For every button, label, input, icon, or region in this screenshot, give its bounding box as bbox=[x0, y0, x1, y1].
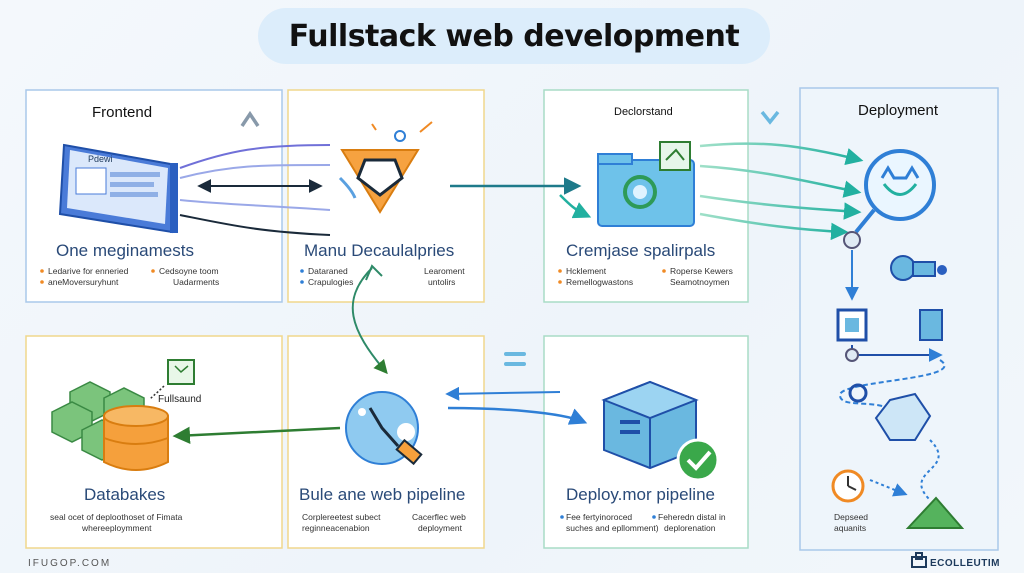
deploy-pipeline-note-1: Fee fertyinoroced bbox=[566, 512, 633, 522]
backend-header: Declorstand bbox=[614, 106, 673, 118]
mockup-label: Pdewi bbox=[88, 154, 113, 164]
frontend-subtitle: One meginamests bbox=[56, 241, 194, 260]
deploy-pipeline-note-2: suches and epllomment) bbox=[566, 523, 659, 533]
frontend-note-1: Ledarive for enneried bbox=[48, 266, 129, 276]
pipeline-subtitle: Bule ane web pipeline bbox=[299, 485, 466, 504]
page-title-pill: Fullstack web development bbox=[258, 8, 770, 64]
footer-site[interactable]: IFUGOP.COM bbox=[28, 558, 112, 569]
module-box-icon bbox=[836, 308, 943, 342]
chevron-up-icon bbox=[240, 110, 260, 127]
bullet bbox=[662, 269, 666, 273]
middle-top-note-1: Dataraned bbox=[308, 266, 348, 276]
deploy-pipeline-note-4: deplorenation bbox=[664, 523, 716, 533]
vertical-connector bbox=[351, 267, 388, 375]
backend-note-3: Roperse Kewers bbox=[670, 266, 733, 276]
folder-refresh-icon bbox=[597, 141, 695, 227]
framework-hexagon-icon bbox=[338, 121, 433, 214]
frontend-connectors bbox=[179, 144, 331, 236]
database-note-1: seal ocet of deploothoset of Fimata bbox=[50, 512, 183, 522]
deployment-note-1: Depseed bbox=[834, 512, 869, 522]
frontend-note-2: aneMoversuryhunt bbox=[48, 277, 119, 287]
arrow-to-pipeline bbox=[445, 386, 561, 401]
server-robot-icon bbox=[890, 255, 947, 281]
backend-note-2: Remellogwastons bbox=[566, 277, 634, 287]
browser-mockup-icon bbox=[58, 143, 178, 234]
deployment-hub-icon bbox=[843, 149, 936, 249]
footer-brand: ECOLLEUTIM bbox=[930, 558, 1000, 569]
pipeline-tool-icon bbox=[345, 391, 423, 466]
bullet bbox=[300, 269, 304, 273]
pipeline-note-4: deployment bbox=[418, 523, 462, 533]
bullet bbox=[40, 280, 44, 284]
clock-icon bbox=[831, 469, 865, 503]
vertical-connector-head bbox=[365, 264, 383, 281]
arrow-to-deploy-pipeline bbox=[447, 406, 588, 425]
deployment-note-2: aquanits bbox=[834, 523, 867, 533]
bullet bbox=[558, 269, 562, 273]
mountain-flag-icon bbox=[905, 496, 965, 529]
middle-top-note-3: Learoment bbox=[424, 266, 465, 276]
backend-note-1: Hcklement bbox=[566, 266, 607, 276]
pipeline-note-3: Cacerflec web bbox=[412, 512, 466, 522]
bullet bbox=[652, 515, 656, 519]
arrow-to-database bbox=[172, 426, 341, 445]
checkmark-icon bbox=[676, 438, 720, 482]
middle-top-subtitle: Manu Decaulalpries bbox=[304, 241, 455, 260]
deploy-pipeline-subtitle: Deploy.mor pipeline bbox=[566, 485, 715, 504]
crystal-icon bbox=[874, 392, 932, 441]
chevron-down-icon bbox=[760, 110, 780, 125]
bullet bbox=[40, 269, 44, 273]
page-title: Fullstack web development bbox=[288, 18, 740, 54]
middle-top-note-4: untolirs bbox=[428, 277, 456, 287]
database-label: Fullsaund bbox=[158, 394, 202, 405]
bullet bbox=[560, 515, 564, 519]
box-3d-icon bbox=[167, 359, 195, 385]
equals-icon bbox=[504, 352, 526, 366]
database-note-2: whereeploymment bbox=[82, 523, 152, 533]
pipeline-note-1: Corplereetest subect bbox=[302, 512, 381, 522]
clock-arrow bbox=[869, 479, 908, 497]
frontend-note-4: Uadarments bbox=[173, 277, 220, 287]
deploy-pipeline-note-3: Feheredn distal in bbox=[658, 512, 726, 522]
bullet bbox=[558, 280, 562, 284]
server-cube-icon bbox=[601, 380, 699, 470]
frontend-header: Frontend bbox=[92, 104, 153, 121]
middle-top-note-2: Crapulogies bbox=[308, 277, 354, 287]
bullet bbox=[151, 269, 155, 273]
flow-node bbox=[845, 348, 859, 362]
frontend-note-3: Cedsoyne toom bbox=[159, 266, 219, 276]
bullet bbox=[300, 280, 304, 284]
backend-subtitle: Cremjase spalirpals bbox=[566, 241, 716, 260]
backend-note-4: Seamotnoymen bbox=[670, 277, 730, 287]
database-cylinder-icon bbox=[103, 405, 169, 471]
gear-icon bbox=[848, 383, 868, 403]
pipeline-note-2: reginneacenabion bbox=[302, 523, 370, 533]
deployment-header: Deployment bbox=[858, 102, 939, 119]
database-subtitle: Databakes bbox=[84, 485, 166, 504]
backend-connectors bbox=[559, 142, 864, 241]
brand-logo-icon bbox=[911, 552, 927, 568]
deploy-curve-arrow bbox=[838, 359, 946, 409]
